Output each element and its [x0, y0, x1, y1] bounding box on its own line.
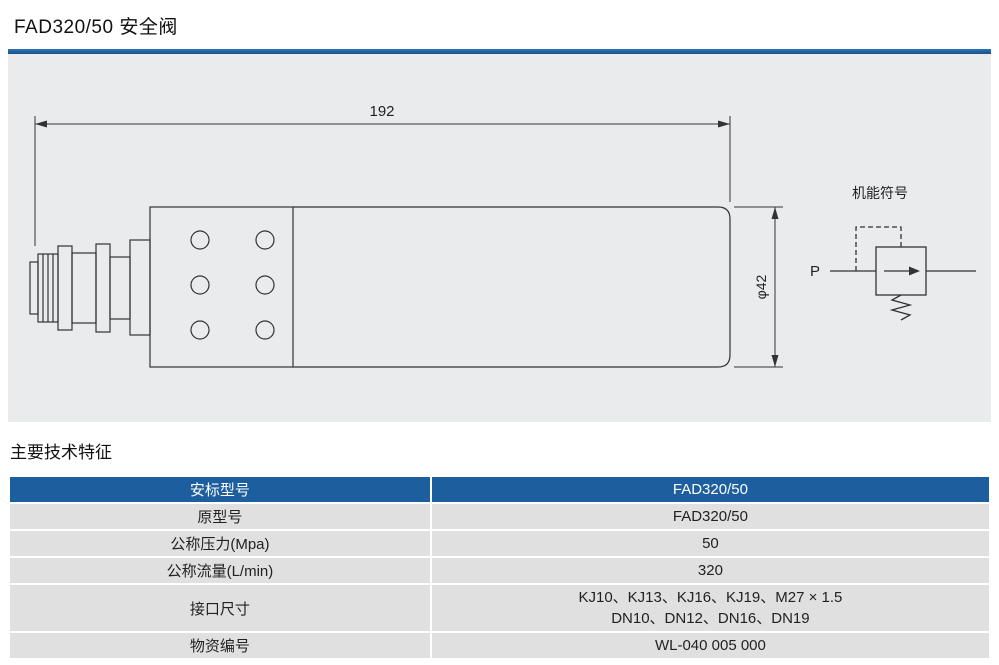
page-title: FAD320/50 安全阀 — [14, 17, 178, 38]
row-value-line2: DN10、DN12、DN16、DN19 — [611, 610, 810, 627]
table-row-pressure: 公称压力(Mpa) 50 — [8, 529, 992, 558]
row-value: 50 — [429, 529, 992, 558]
dimension-length-label: 192 — [369, 103, 394, 120]
table-row-flow: 公称流量(L/min) 320 — [8, 556, 992, 585]
row-label: 公称压力(Mpa) — [8, 529, 432, 558]
row-value: FAD320/50 — [429, 475, 992, 504]
hole — [255, 320, 275, 340]
hole — [190, 230, 210, 250]
table-row-prototype: 原型号 FAD320/50 — [8, 502, 992, 531]
hole — [190, 320, 210, 340]
flange — [129, 239, 151, 336]
dimension-diameter — [734, 206, 783, 368]
row-value: KJ10、KJ13、KJ16、KJ19、M27 × 1.5 DN10、DN12、… — [429, 583, 992, 633]
table-row-model: 安标型号 FAD320/50 — [8, 475, 992, 504]
row-value: FAD320/50 — [429, 502, 992, 531]
valve-technical-drawing: 192 — [29, 103, 976, 368]
section-title: 主要技术特征 — [10, 443, 112, 462]
hole — [255, 275, 275, 295]
main-block — [149, 206, 294, 368]
spec-table: 安标型号 FAD320/50 原型号 FAD320/50 公称压力(Mpa) 5… — [8, 475, 992, 660]
neck — [71, 252, 97, 324]
technical-drawing-panel: 192 — [8, 54, 991, 422]
valve-body — [29, 206, 731, 368]
tip-step — [29, 261, 39, 315]
neck-2 — [109, 256, 131, 320]
relief-valve-symbol — [830, 226, 976, 321]
cylinder — [293, 206, 731, 368]
row-value: 320 — [429, 556, 992, 585]
hole — [255, 230, 275, 250]
pilot-dashed-line — [855, 226, 902, 271]
row-label: 物资编号 — [8, 631, 432, 660]
row-label: 原型号 — [8, 502, 432, 531]
ring — [95, 243, 111, 333]
flow-arrow — [909, 266, 920, 276]
table-row-material-code: 物资编号 WL-040 005 000 — [8, 631, 992, 660]
port-p-label: P — [810, 263, 820, 280]
row-value: WL-040 005 000 — [429, 631, 992, 660]
collar — [57, 245, 73, 331]
row-label: 接口尺寸 — [8, 583, 432, 633]
row-value-line1: KJ10、KJ13、KJ16、KJ19、M27 × 1.5 — [578, 589, 843, 606]
dimension-diameter-label: φ42 — [753, 274, 769, 299]
row-label: 安标型号 — [8, 475, 432, 504]
spring-symbol — [889, 294, 913, 321]
symbol-title: 机能符号 — [852, 185, 908, 201]
table-row-ports: 接口尺寸 KJ10、KJ13、KJ16、KJ19、M27 × 1.5 DN10、… — [8, 583, 992, 633]
row-label: 公称流量(L/min) — [8, 556, 432, 585]
accent-bar — [8, 49, 991, 54]
hole — [190, 275, 210, 295]
dimension-length — [34, 116, 731, 246]
